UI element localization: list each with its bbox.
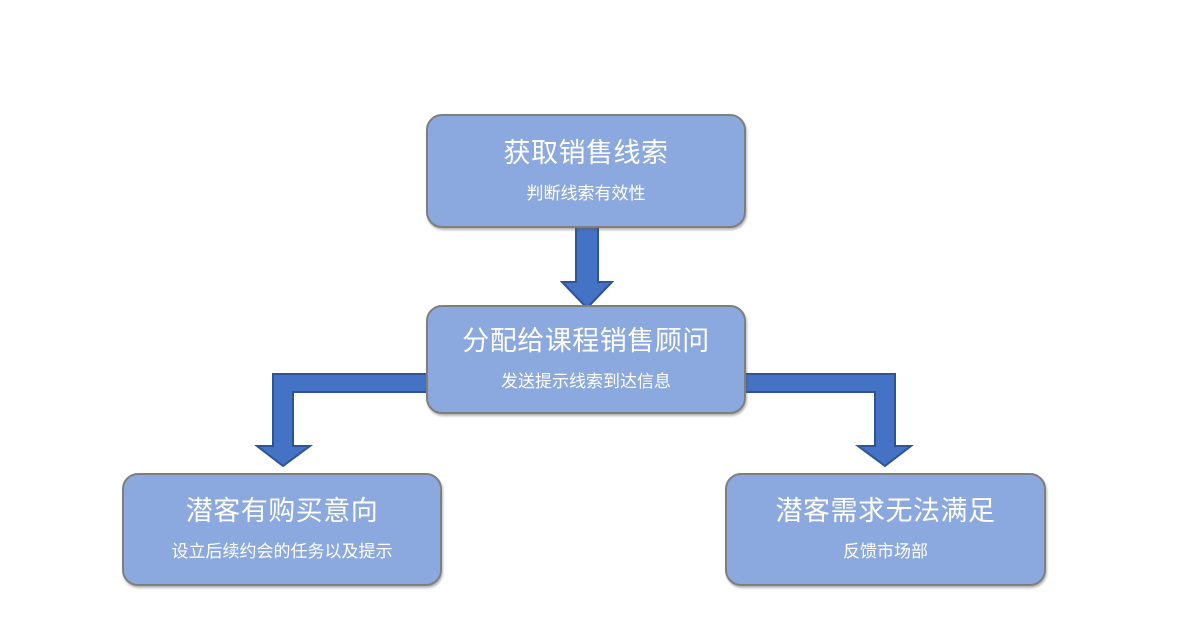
node-title: 潜客有购买意向: [185, 496, 379, 527]
node-subtitle: 设立后续约会的任务以及提示: [171, 542, 393, 562]
node-title: 潜客需求无法满足: [775, 496, 996, 527]
node-title: 获取销售线索: [503, 137, 669, 168]
node-assign-consultant[interactable]: 分配给课程销售顾问 发送提示线索到达信息: [426, 305, 746, 414]
node-acquire-lead[interactable]: 获取销售线索 判断线索有效性: [426, 114, 746, 228]
arrow-down-main: [559, 223, 615, 310]
node-subtitle: 反馈市场部: [843, 542, 928, 562]
node-title: 分配给课程销售顾问: [462, 326, 710, 357]
node-subtitle: 发送提示线索到达信息: [501, 372, 671, 392]
arrow-elbow-left: [254, 373, 436, 468]
node-has-intent[interactable]: 潜客有购买意向 设立后续约会的任务以及提示: [122, 473, 442, 586]
node-subtitle: 判断线索有效性: [526, 183, 646, 203]
arrow-elbow-right: [732, 373, 914, 468]
node-cannot-satisfy[interactable]: 潜客需求无法满足 反馈市场部: [725, 473, 1046, 586]
